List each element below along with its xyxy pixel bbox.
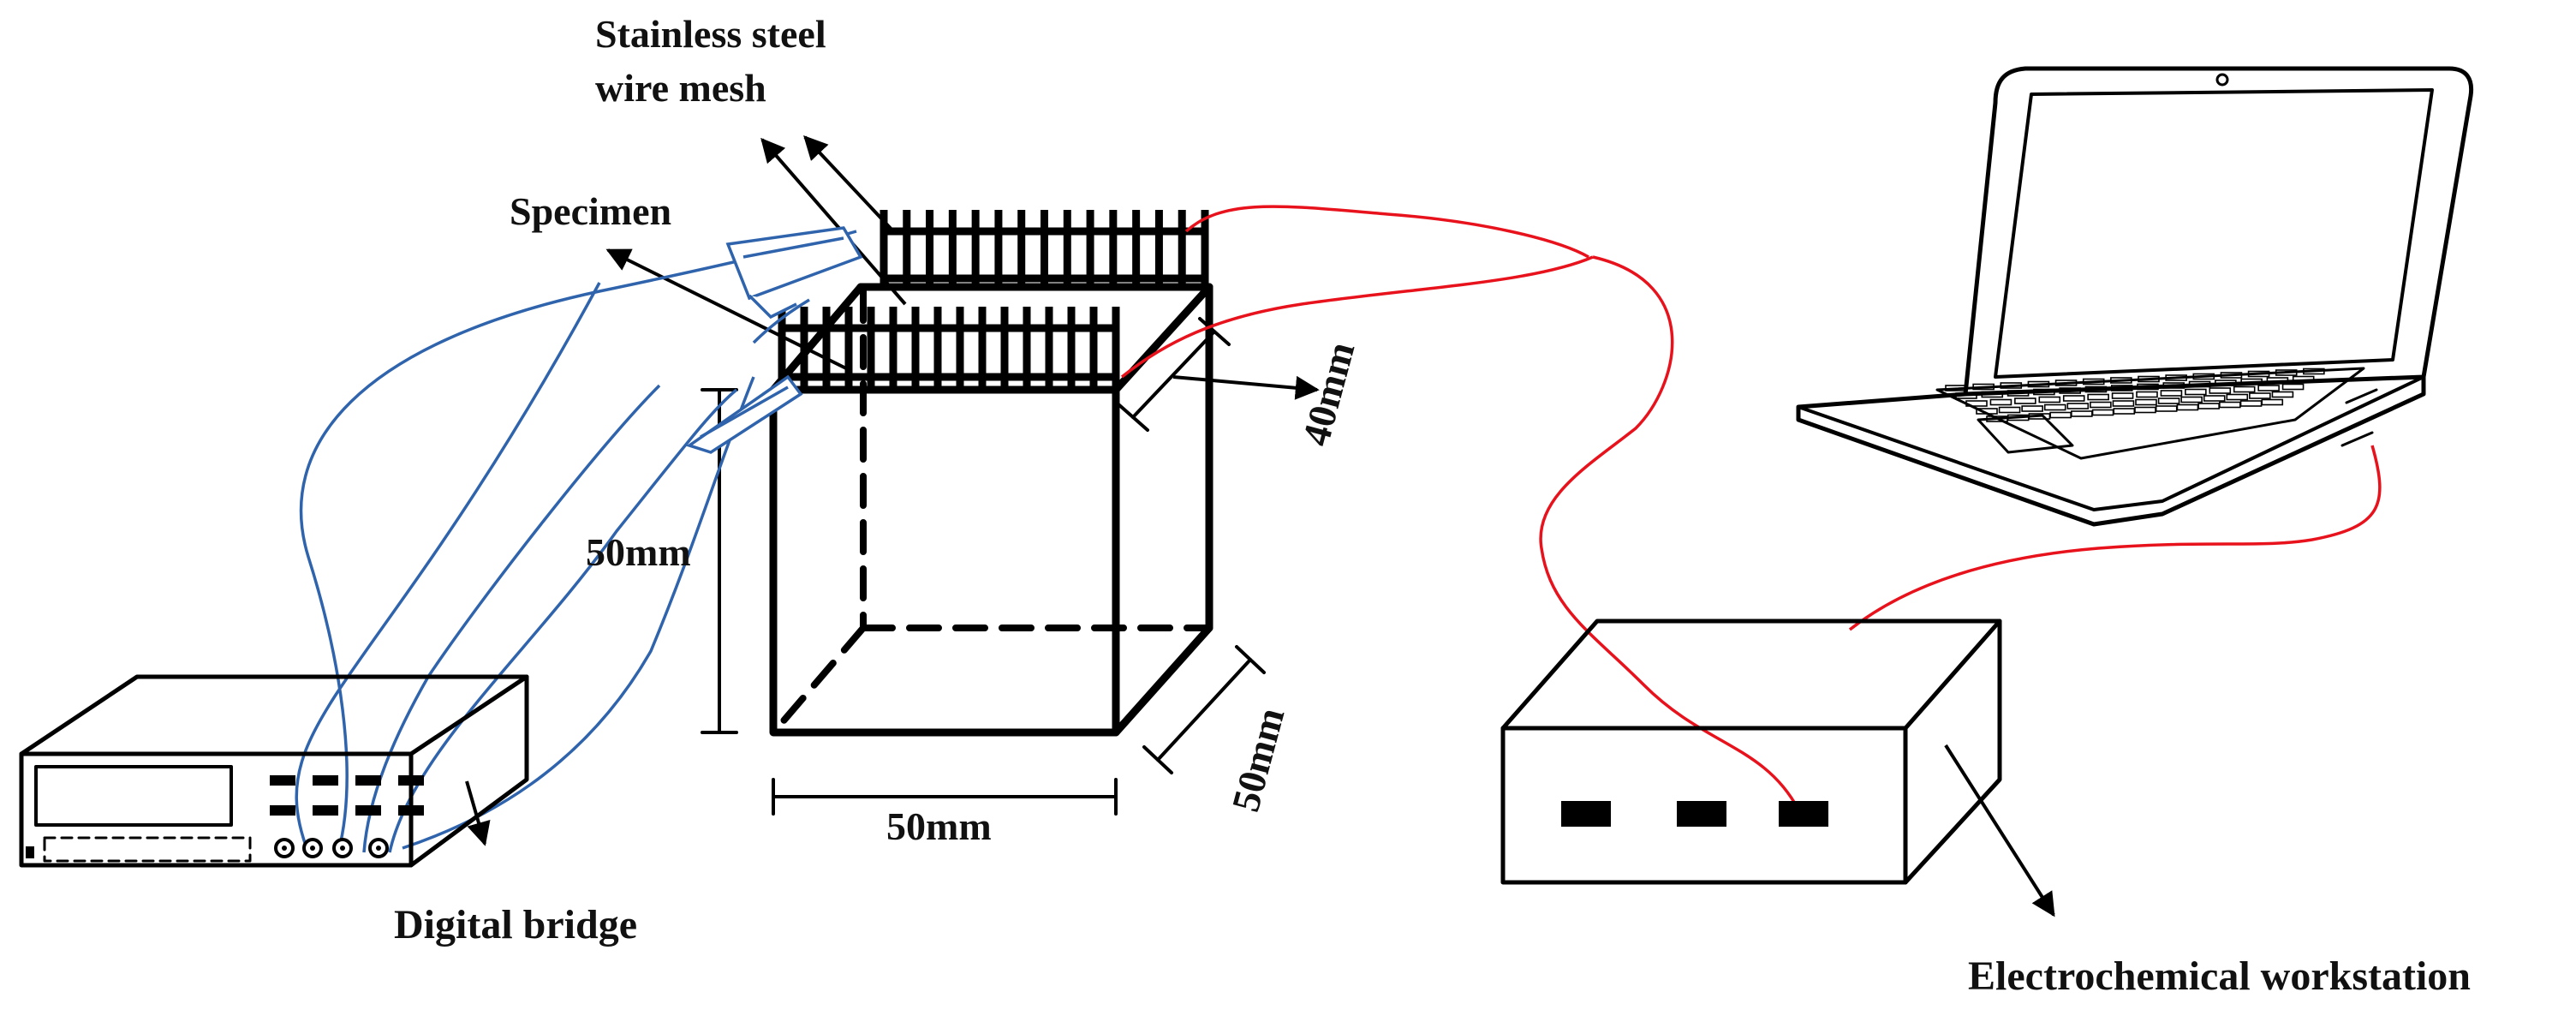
top-depth-dimension-label: 40mm <box>1293 338 1363 451</box>
workstation-port <box>1677 801 1726 827</box>
red-wires <box>1120 205 2382 810</box>
wire-mesh-front <box>778 307 1120 390</box>
wire-mesh-label-line2: wire mesh <box>595 66 766 110</box>
width-dimension-label: 50mm <box>886 804 992 848</box>
bridge-display-screen <box>34 765 233 827</box>
laptop-keyboard <box>1945 368 2325 422</box>
bridge-keypad <box>270 775 424 816</box>
width-dimension-line <box>772 778 1118 816</box>
electrochemical-workstation-device <box>1500 619 2002 885</box>
height-dimension-label: 50mm <box>586 530 691 574</box>
bridge-terminals <box>274 838 389 858</box>
specimen-label: Specimen <box>510 189 671 233</box>
laptop-touchpad <box>1977 414 2074 454</box>
digital-bridge-label: Digital bridge <box>394 902 637 947</box>
top-depth-dimension-line <box>1117 317 1231 432</box>
wire-mesh-label-line1: Stainless steel <box>595 12 826 56</box>
specimen-cube <box>769 283 1213 737</box>
laptop-icon <box>1796 66 2474 527</box>
alligator-clip-icon <box>686 374 803 454</box>
alligator-clip-icon <box>725 226 863 320</box>
electrochemical-workstation-label: Electrochemical workstation <box>1968 953 2471 999</box>
blue-wires <box>295 230 857 853</box>
workstation-port <box>1561 801 1611 827</box>
workstation-port <box>1779 801 1828 827</box>
digital-bridge-device <box>19 674 529 868</box>
wire-mesh-back <box>880 210 1209 287</box>
depth-dimension-label: 50mm <box>1223 703 1292 816</box>
annotation-arrows <box>465 134 2055 917</box>
depth-dimension-line <box>1142 645 1266 774</box>
